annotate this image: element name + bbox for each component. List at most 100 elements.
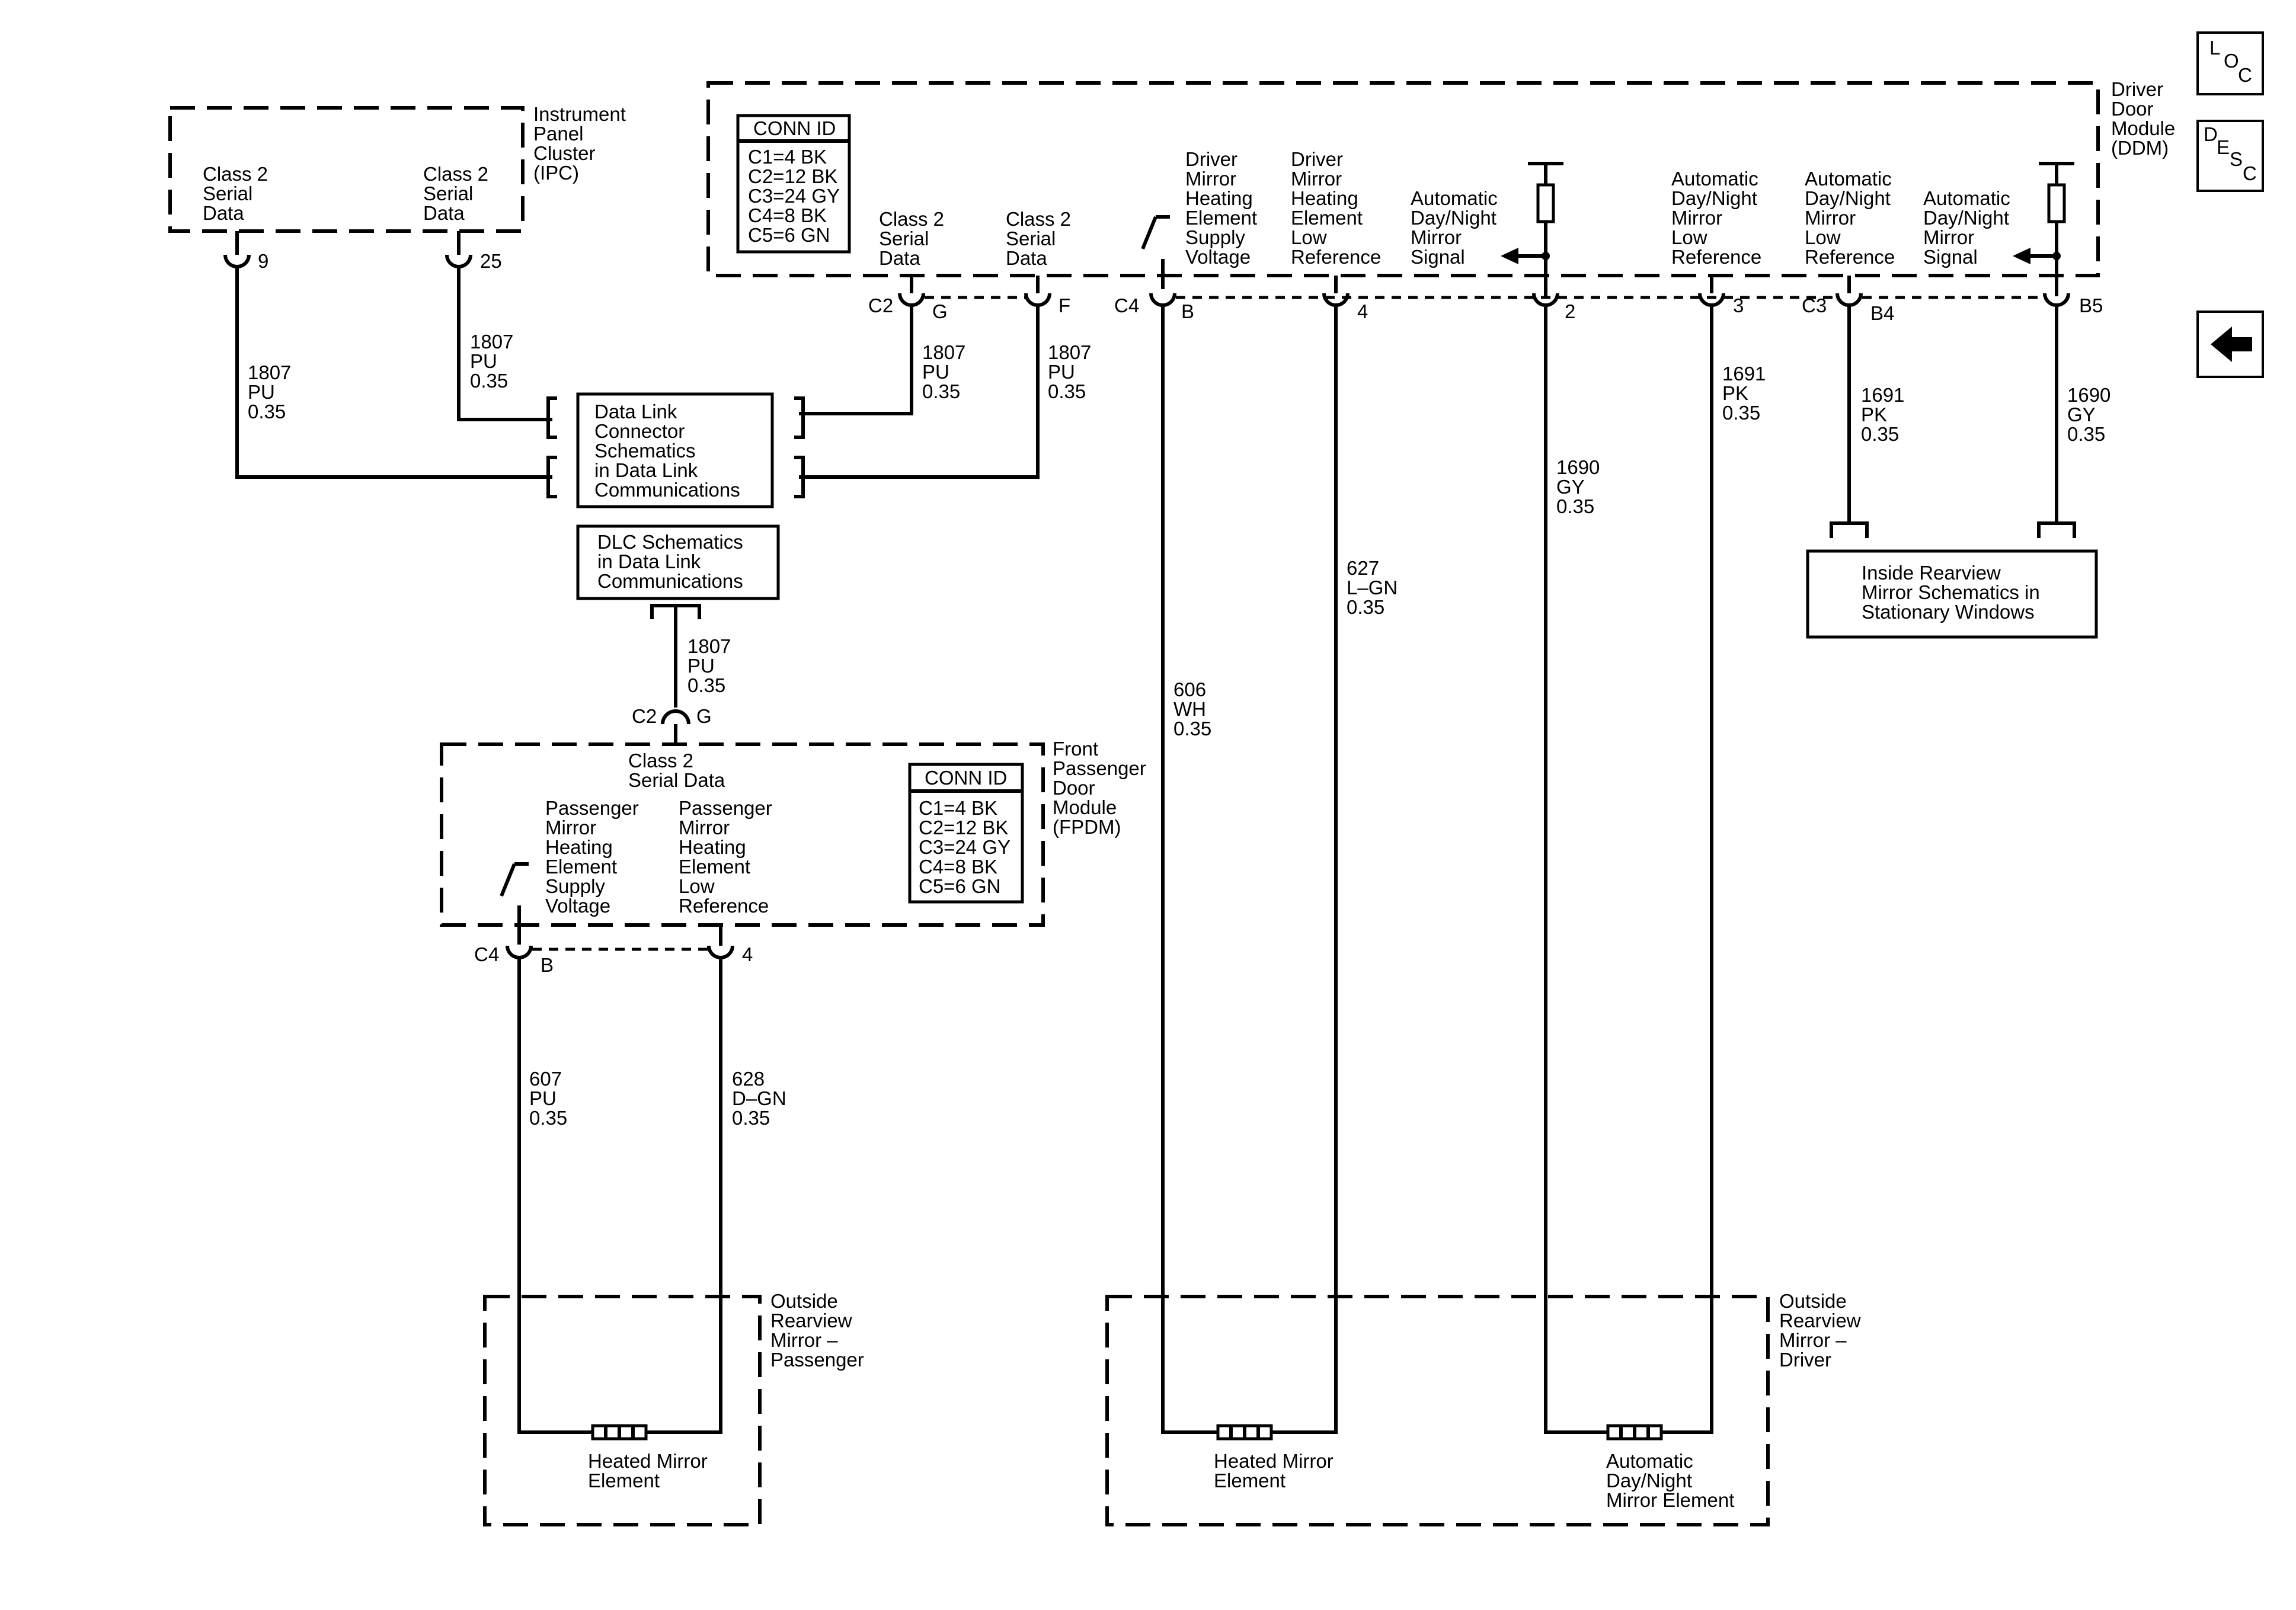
ddm-heat-supply-label: Driver Mirror Heating Element Supply Vol…	[1185, 148, 1257, 268]
svg-text:Mirror: Mirror	[1805, 207, 1856, 229]
ipc-left-pin-label: Class 2 Serial Data	[203, 163, 268, 224]
svg-text:Automatic: Automatic	[1805, 168, 1892, 190]
fpdm-connector-c2-label: C2	[632, 705, 657, 727]
svg-text:Driver: Driver	[1291, 148, 1343, 170]
svg-text:GY: GY	[1556, 476, 1585, 498]
svg-text:Data: Data	[423, 202, 465, 224]
passenger-outside-mirror: Outside Rearview Mirror – Passenger Heat…	[483, 1290, 864, 1526]
svg-text:Serial: Serial	[203, 183, 252, 204]
svg-text:Mirror: Mirror	[1411, 226, 1462, 248]
svg-text:Outside: Outside	[1779, 1290, 1847, 1312]
svg-text:WH: WH	[1173, 698, 1206, 720]
fpdm-connector-c4-label: C4	[474, 943, 499, 965]
svg-text:Automatic: Automatic	[1671, 168, 1758, 190]
svg-text:Mirror: Mirror	[1291, 168, 1342, 190]
svg-text:Data: Data	[1006, 247, 1047, 269]
svg-text:Class 2: Class 2	[203, 163, 268, 185]
svg-text:0.35: 0.35	[248, 401, 286, 422]
svg-text:PU: PU	[248, 381, 275, 403]
svg-text:1690: 1690	[2067, 384, 2110, 406]
loc-letter-c: C	[2238, 64, 2252, 86]
ddm-name-label: Driver Door Module (DDM)	[2111, 78, 2175, 159]
svg-text:Reference: Reference	[1805, 246, 1895, 268]
svg-text:0.35: 0.35	[1347, 596, 1384, 618]
back-button[interactable]	[2196, 311, 2264, 378]
wire-label-pass-low: 628 D–GN 0.35	[732, 1068, 786, 1129]
wire-label-fpdm-g: 1807 PU 0.35	[687, 635, 731, 696]
svg-text:1807: 1807	[1048, 341, 1091, 363]
svg-text:Data: Data	[879, 247, 920, 269]
connector-c4-label: C4	[1114, 295, 1139, 316]
svg-text:PU: PU	[470, 350, 497, 372]
svg-text:Passenger: Passenger	[679, 797, 772, 819]
ddm-connector-pins	[898, 276, 2070, 307]
fpdm-pin-b-label: B	[541, 954, 554, 976]
ddm-auto-low-label: Automatic Day/Night Mirror Low Reference	[1671, 168, 1761, 268]
svg-text:Supply: Supply	[1185, 226, 1245, 248]
pin-b-label: B	[1181, 300, 1194, 322]
svg-text:Mirror: Mirror	[545, 817, 596, 838]
conn-id-row: C2=12 BK	[748, 165, 837, 187]
svg-text:Data Link: Data Link	[594, 401, 677, 422]
svg-text:Day/Night: Day/Night	[1671, 187, 1757, 209]
svg-text:in Data Link: in Data Link	[594, 459, 698, 481]
ddm-auto-signal-label: Automatic Day/Night Mirror Signal	[1411, 187, 1498, 268]
svg-text:Serial: Serial	[1006, 228, 1056, 249]
desc-letter-d: D	[2204, 123, 2218, 145]
svg-text:DLC Schematics: DLC Schematics	[597, 531, 743, 553]
svg-text:Element: Element	[1291, 207, 1363, 229]
svg-text:607: 607	[529, 1068, 562, 1090]
svg-text:1807: 1807	[922, 341, 965, 363]
conn-id-row: C2=12 BK	[919, 817, 1008, 838]
svg-text:GY: GY	[2067, 404, 2096, 425]
wire-label-ddm-g: 1807 PU 0.35	[922, 341, 965, 402]
svg-text:0.35: 0.35	[1048, 380, 1086, 402]
heater-element-icon	[1216, 1424, 1273, 1441]
svg-text:Mirror: Mirror	[679, 817, 730, 838]
fpdm-connector-pins: C4 B 4	[474, 925, 753, 976]
svg-text:PU: PU	[1048, 361, 1075, 383]
wire-label-auto-signal: 1690 GY 0.35	[1556, 456, 1600, 517]
passenger-mirror-name-label: Outside Rearview Mirror – Passenger	[770, 1290, 864, 1371]
dlc-link-box[interactable]: Data Link Connector Schematics in Data L…	[576, 392, 774, 508]
svg-text:(IPC): (IPC)	[533, 162, 579, 184]
connector-c3-label: C3	[1802, 295, 1827, 316]
dlc-comm-box[interactable]: DLC Schematics in Data Link Communicatio…	[576, 524, 780, 600]
loc-button[interactable]: L O C	[2196, 31, 2264, 95]
fpdm-low-label: Passenger Mirror Heating Element Low Ref…	[679, 797, 772, 917]
svg-text:Low: Low	[1291, 226, 1327, 248]
svg-text:PU: PU	[922, 361, 949, 383]
svg-text:(DDM): (DDM)	[2111, 137, 2169, 159]
svg-text:Heating: Heating	[1185, 187, 1253, 209]
desc-letter-e: E	[2217, 136, 2230, 158]
svg-text:Mirror Schematics in: Mirror Schematics in	[1862, 581, 2040, 603]
svg-text:Passenger: Passenger	[545, 797, 639, 819]
svg-text:Mirror Element: Mirror Element	[1606, 1489, 1734, 1511]
svg-text:in Data Link: in Data Link	[597, 550, 701, 572]
pin-25-label: 25	[480, 250, 502, 272]
svg-text:Heating: Heating	[1291, 187, 1358, 209]
inside-mirror-box[interactable]: Inside Rearview Mirror Schematics in Sta…	[1806, 549, 2098, 639]
svg-text:Element: Element	[679, 856, 750, 878]
svg-text:Mirror –: Mirror –	[1779, 1329, 1847, 1351]
ddm-inside-signal-symbol	[2013, 162, 2074, 296]
svg-text:1807: 1807	[687, 635, 731, 657]
svg-text:Communications: Communications	[594, 479, 740, 501]
conn-id-row: C3=24 GY	[748, 185, 840, 207]
svg-text:Driver: Driver	[1779, 1349, 1831, 1371]
svg-text:Day/Night: Day/Night	[1805, 187, 1891, 209]
wire-label-heat-supply: 606 WH 0.35	[1173, 678, 1211, 740]
passenger-mirror-wires	[517, 958, 722, 1434]
ddm-connector-labels: C2 G F C4 B 4 2 3 C3 B4 B5	[868, 295, 2103, 324]
fpdm-conn-id-table: CONN ID C1=4 BK C2=12 BK C3=24 GY C4=8 B…	[908, 763, 1024, 904]
svg-text:Mirror: Mirror	[1923, 226, 1974, 248]
inside-mirror-wires	[1830, 305, 2076, 538]
svg-text:Passenger: Passenger	[770, 1349, 864, 1371]
svg-text:1690: 1690	[1556, 456, 1600, 478]
desc-button[interactable]: D E S C	[2196, 120, 2264, 192]
svg-text:627: 627	[1347, 557, 1379, 579]
passenger-heated-element-label: Heated Mirror Element	[588, 1450, 708, 1491]
svg-text:Heated Mirror: Heated Mirror	[1214, 1450, 1334, 1472]
